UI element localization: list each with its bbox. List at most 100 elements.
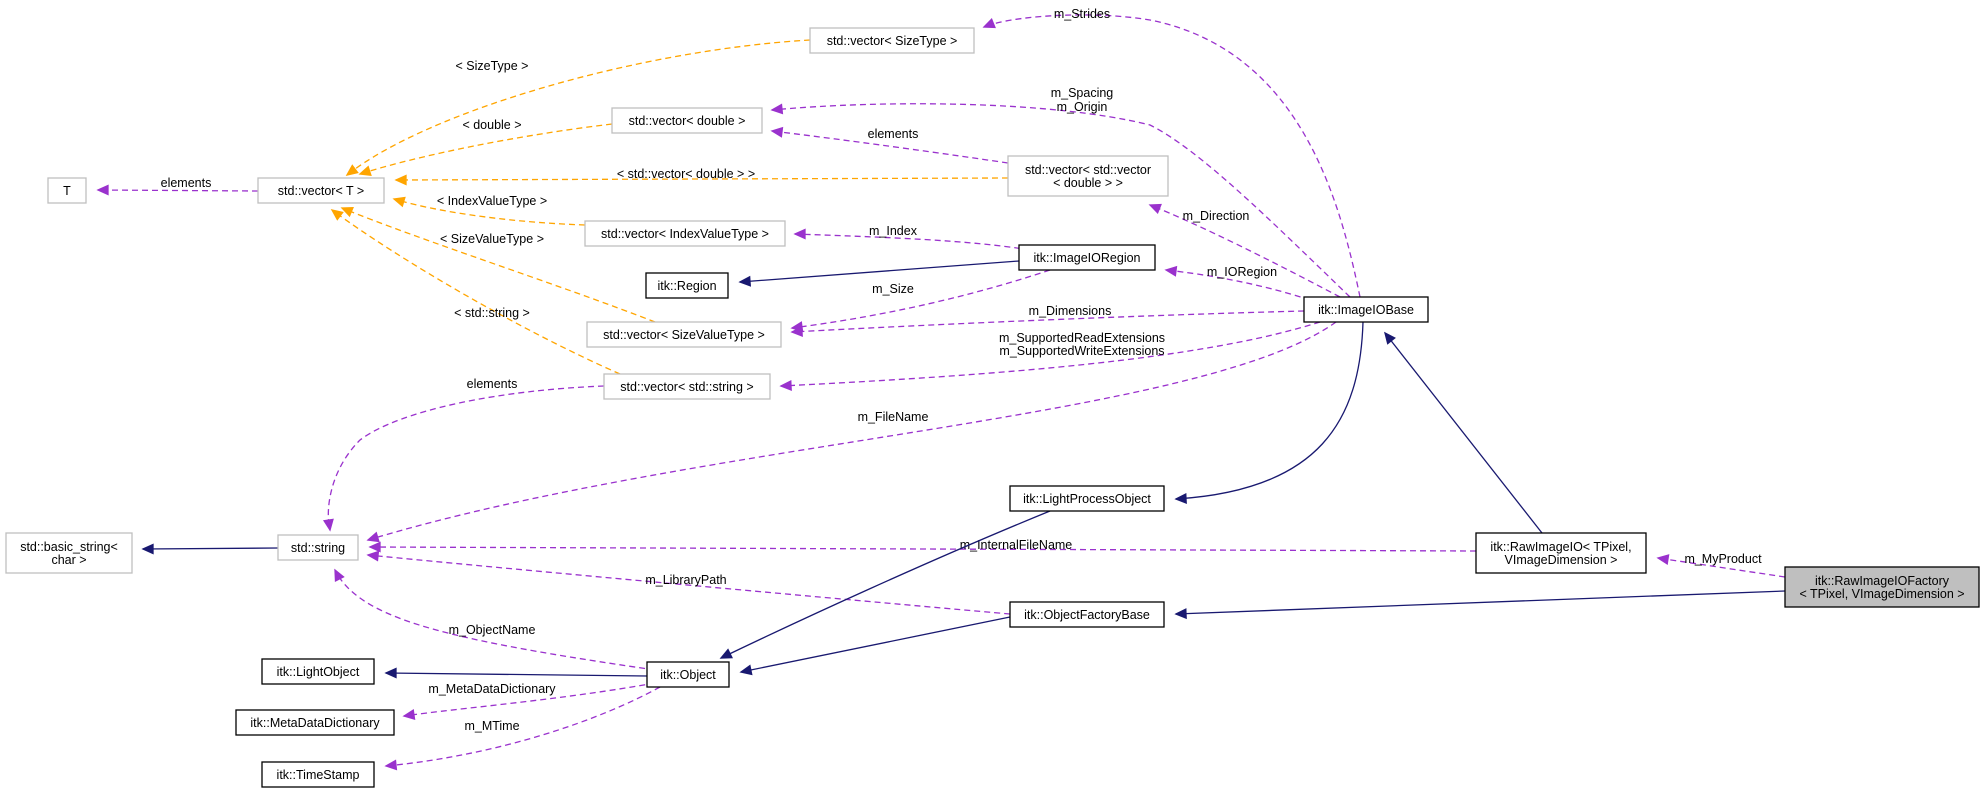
class-node-vec-T[interactable]: std::vector< T > <box>257 177 385 204</box>
arrowhead-icon <box>1174 608 1187 620</box>
edge-label: m_MyProduct <box>1684 552 1762 566</box>
edge-label: < SizeValueType > <box>440 232 544 246</box>
edge-line <box>97 189 259 192</box>
edge-label: m_SupportedWriteExtensions <box>999 344 1164 358</box>
edge-member: m_InternalFileName <box>368 538 1477 553</box>
edge-member: m_IORegion <box>1164 265 1311 301</box>
arrowhead-icon <box>982 17 996 29</box>
edge-template: < std::string > <box>330 209 621 375</box>
edge-inherit <box>1174 321 1364 504</box>
edge-line <box>341 207 656 323</box>
edge-label: m_LibraryPath <box>645 573 726 587</box>
edge-label: m_Direction <box>1183 209 1250 223</box>
class-node-itk-imageiobase[interactable]: itk::ImageIOBase <box>1303 296 1429 323</box>
edge-member: m_Dimensions <box>790 304 1305 337</box>
node-box <box>261 658 375 685</box>
edge-label: m_Size <box>872 282 914 296</box>
node-label: std::vector< double > <box>629 114 746 128</box>
edge-line <box>1175 321 1364 500</box>
class-node-itk-object[interactable]: itk::Object <box>646 661 730 688</box>
edge-member: m_Direction <box>1148 203 1341 298</box>
arrowhead-icon <box>366 550 380 562</box>
arrowhead-icon <box>394 174 407 186</box>
arrowhead-icon <box>1164 265 1178 277</box>
edge-inherit <box>739 616 1011 676</box>
node-box <box>1475 532 1647 574</box>
arrowhead-icon <box>770 126 784 138</box>
arrowhead-icon <box>738 275 752 287</box>
edge-label: m_IORegion <box>1207 265 1277 279</box>
arrowhead-icon <box>1384 331 1396 345</box>
node-box <box>5 532 133 574</box>
node-box <box>1303 296 1429 323</box>
edge-line <box>385 672 648 677</box>
edge-label: m_InternalFileName <box>960 538 1073 552</box>
class-node-vec-sizetype[interactable]: std::vector< SizeType > <box>809 27 975 54</box>
class-node-itk-lightobject[interactable]: itk::LightObject <box>261 658 375 685</box>
class-node-itk-objectfactorybase[interactable]: itk::ObjectFactoryBase <box>1009 601 1165 628</box>
edge-line <box>1149 204 1341 298</box>
edge-label: elements <box>161 176 212 190</box>
node-box <box>611 107 763 134</box>
node-label: char > <box>51 553 86 567</box>
class-node-itk-lightprocessobject[interactable]: itk::LightProcessObject <box>1009 485 1165 512</box>
edge-label: < double > <box>462 118 521 132</box>
arrowhead-icon <box>779 379 792 391</box>
edge-line <box>791 310 1305 333</box>
arrowhead-icon <box>384 759 398 771</box>
node-box <box>1009 485 1165 512</box>
edge-label: m_Dimensions <box>1029 304 1112 318</box>
class-node-basic-string[interactable]: std::basic_string<char > <box>5 532 133 574</box>
node-box <box>603 373 771 400</box>
class-node-vec-indexvaluetype[interactable]: std::vector< IndexValueType > <box>584 220 786 247</box>
node-label: std::vector< IndexValueType > <box>601 227 769 241</box>
node-box <box>1018 244 1156 271</box>
edge-line <box>393 198 586 226</box>
arrowhead-icon <box>96 184 109 196</box>
class-node-vec-sizevaluetype[interactable]: std::vector< SizeValueType > <box>586 321 782 348</box>
edge-line <box>1384 332 1543 534</box>
edge-line <box>739 260 1020 283</box>
edge-member: m_MetaDataDictionary <box>402 682 656 720</box>
class-node-itk-rawimageiofactory[interactable]: itk::RawImageIOFactory< TPixel, VImageDi… <box>1784 566 1980 608</box>
class-node-itk-timestamp[interactable]: itk::TimeStamp <box>261 761 375 788</box>
node-label: itk::RawImageIOFactory <box>1815 574 1950 588</box>
node-label: itk::TimeStamp <box>277 768 360 782</box>
class-node-itk-rawimageio[interactable]: itk::RawImageIO< TPixel,VImageDimension … <box>1475 532 1647 574</box>
arrowhead-icon <box>770 103 784 115</box>
edge-label: m_MetaDataDictionary <box>428 682 556 696</box>
edge-inherit <box>738 260 1020 287</box>
edge-label: m_SupportedReadExtensions <box>999 331 1165 345</box>
class-node-std-string[interactable]: std::string <box>277 534 359 561</box>
node-label: itk::LightObject <box>277 665 360 679</box>
class-node-T[interactable]: T <box>47 177 87 204</box>
class-node-itk-imageioregion[interactable]: itk::ImageIORegion <box>1018 244 1156 271</box>
arrowhead-icon <box>1174 492 1187 504</box>
arrowhead-icon <box>790 325 803 337</box>
edge-line <box>780 321 1321 387</box>
node-box <box>1784 566 1980 608</box>
edge-label: < SizeType > <box>456 59 529 73</box>
edge-member: m_Index <box>793 224 1031 251</box>
class-node-itk-metadatadictionary[interactable]: itk::MetaDataDictionary <box>235 709 395 736</box>
node-box <box>645 272 729 299</box>
edge-member: m_MTime <box>384 686 661 771</box>
arrowhead-icon <box>366 531 380 543</box>
class-node-vec-string[interactable]: std::vector< std::string > <box>603 373 771 400</box>
edge-line <box>395 177 1009 181</box>
node-label: std::string <box>291 541 345 555</box>
edge-member: m_Strides <box>982 7 1361 298</box>
class-node-vec-double[interactable]: std::vector< double > <box>611 107 763 134</box>
node-box <box>586 321 782 348</box>
edge-inherit <box>384 667 648 679</box>
edge-member: m_LibraryPath <box>366 550 1011 615</box>
node-box <box>1007 155 1169 197</box>
arrowhead-icon <box>334 568 345 582</box>
class-node-vec-vec-double[interactable]: std::vector< std::vector< double > > <box>1007 155 1169 197</box>
node-label: itk::MetaDataDictionary <box>250 716 380 730</box>
edge-label: elements <box>868 127 919 141</box>
node-label: T <box>63 184 71 198</box>
class-node-itk-region[interactable]: itk::Region <box>645 272 729 299</box>
edge-label: < IndexValueType > <box>437 194 547 208</box>
edge-line <box>1165 269 1311 301</box>
